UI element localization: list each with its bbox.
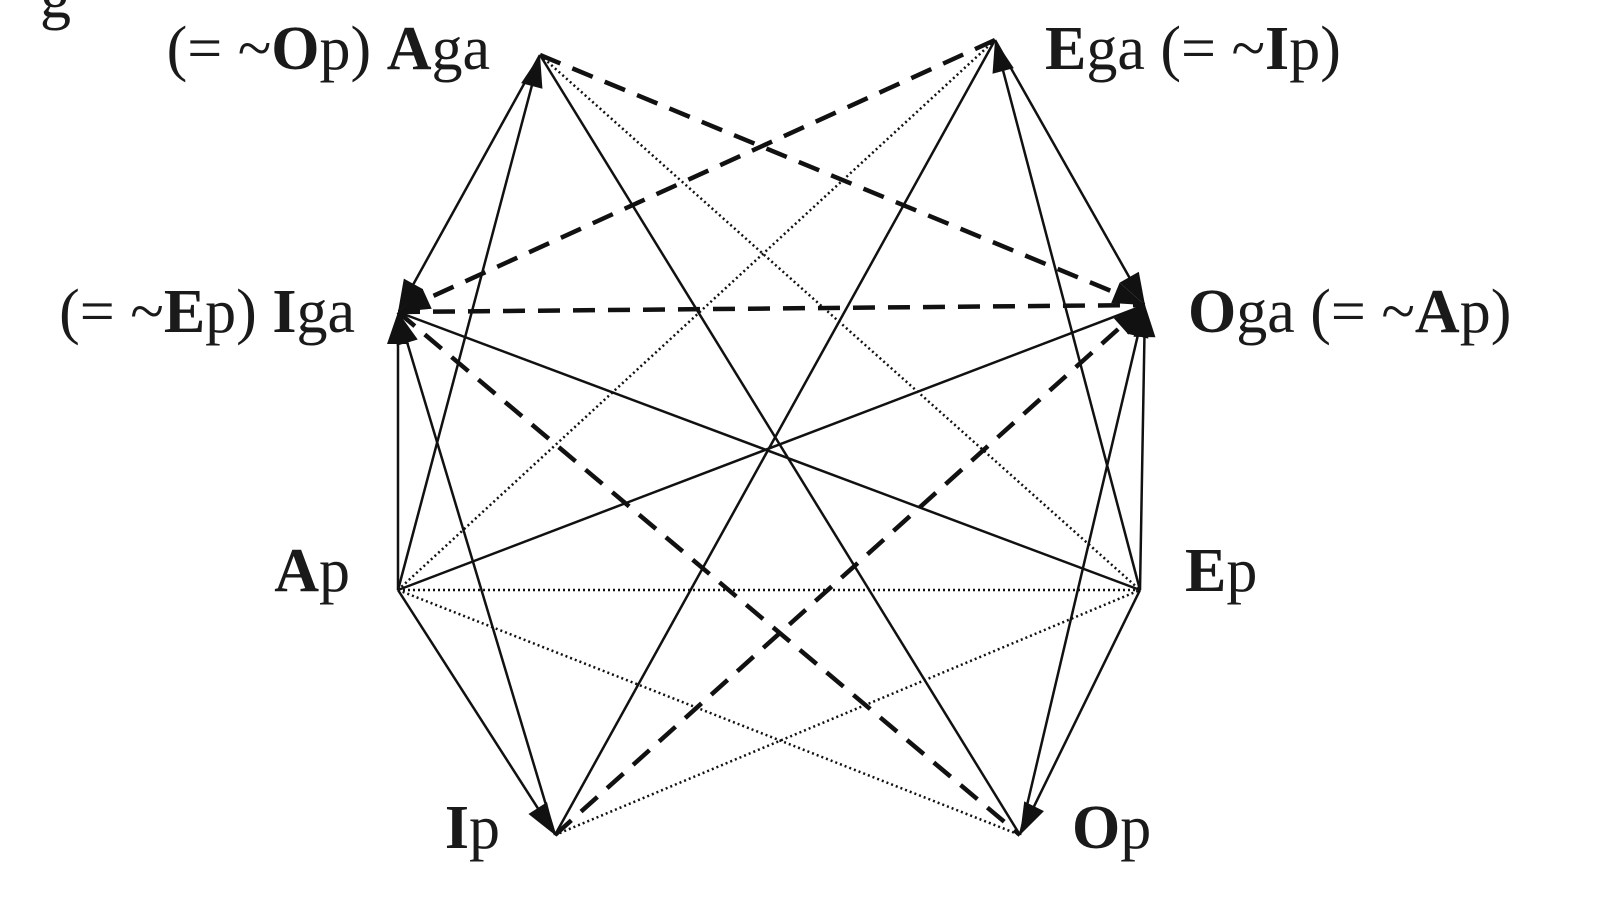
edge-Aga-Iga-solid [406,54,542,296]
arrowhead-icon [396,312,418,346]
label-aga: (= ~Op) Aga [166,15,490,83]
edge-Ap-Ip-solid [396,589,546,819]
edge-Iga-Ep-solid [397,310,1141,592]
arrowhead-icon [398,278,424,312]
edge-Ip-Iga-solid [402,330,557,836]
edge-Ap-Op-dotted [397,588,1021,837]
edge-Ega-Ip-solid [553,39,997,836]
arrowhead-icon [1111,282,1145,305]
label-iga: (= ~Ep) Iga [59,278,355,346]
edge-Aga-Oga-dashed [539,52,1128,300]
arrowhead-icon [521,55,543,89]
edge-Ip-Oga-dashed [553,316,1132,837]
edge-Ep-Oga-solid [1138,324,1146,591]
edge-Ega-Iga-dashed [415,37,996,306]
edge-Ap-Aga-solid [396,74,537,591]
caption-fragment: g [40,0,71,33]
edge-Ep-Ega-solid [998,59,1142,591]
edge-Aga-Ep-dotted [539,54,1141,591]
edge-Iga-Op-dashed [396,310,1022,837]
edge-Ega-Ap-dotted [397,39,996,591]
label-op: Op [1072,794,1152,862]
label-ip: Ip [444,794,500,862]
arrowhead-icon [1119,271,1145,305]
edge-Ep-Op-solid [1027,589,1142,818]
label-ep: Ep [1185,537,1258,605]
label-oga: Oga (= ~Ap) [1188,278,1512,346]
edge-Ap-Oga-solid [397,303,1146,592]
arrowhead-icon [1126,305,1149,339]
edge-Ip-Ep-dotted [554,588,1141,837]
arrowhead-icon [398,288,432,312]
edge-Iga-Oga-dashed [397,302,1146,315]
arrowhead-icon [1113,305,1145,335]
edge-Ega-Oga-solid [993,39,1137,289]
arrowhead-icon [992,40,1014,74]
label-ap: Ap [274,537,350,605]
label-ega: Ega (= ~Ip) [1045,15,1341,83]
edge-Op-Oga-solid [1018,324,1142,836]
